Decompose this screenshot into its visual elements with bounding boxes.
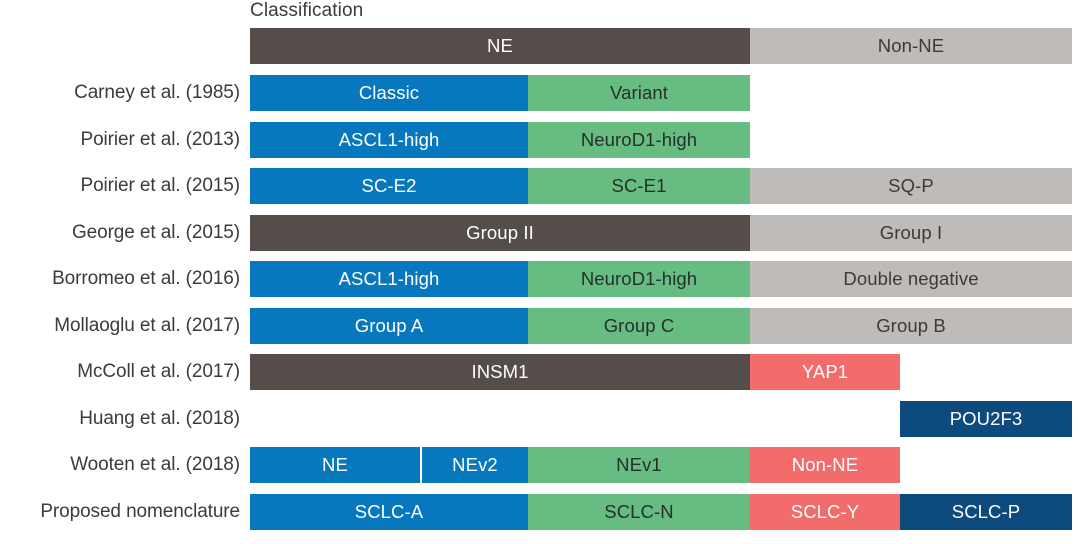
segment-group-c[interactable]: Group C (528, 307, 750, 344)
segment-group-b[interactable]: Group B (750, 307, 1072, 344)
table-row: Huang et al. (2018) POU2F3 (0, 400, 1080, 437)
segment-neurod1-high[interactable]: NeuroD1-high (528, 261, 750, 297)
segment-neurod1-high[interactable]: NeuroD1-high (528, 121, 750, 158)
segment-pou2f3[interactable]: POU2F3 (900, 400, 1072, 437)
segment-yap1[interactable]: YAP1 (750, 354, 900, 390)
segment-sc-e2[interactable]: SC-E2 (250, 168, 528, 204)
classification-column-title: Classification (250, 0, 364, 21)
row-label: Mollaoglu et al. (2017) (54, 314, 240, 336)
segment-sclc-a[interactable]: SCLC-A (250, 493, 528, 530)
segment-variant[interactable]: Variant (528, 75, 750, 111)
row-label: Carney et al. (1985) (74, 82, 240, 103)
segment-insm1[interactable]: INSM1 (250, 354, 750, 390)
segment-nev2[interactable]: NEv2 (422, 447, 528, 483)
header-band-non-ne: Non-NE (750, 28, 1072, 64)
segment-ne[interactable]: NE (250, 447, 422, 483)
segment-ascl1-high[interactable]: ASCL1-high (250, 261, 528, 297)
segment-ascl1-high[interactable]: ASCL1-high (250, 121, 528, 158)
segment-sclc-n[interactable]: SCLC-N (528, 493, 750, 530)
row-label: Poirier et al. (2015) (80, 175, 241, 196)
segment-classic[interactable]: Classic (250, 75, 528, 111)
row-label: Proposed nomenclature (40, 500, 240, 522)
segment-sq-p[interactable]: SQ-P (750, 168, 1072, 204)
segment-sclc-y[interactable]: SCLC-Y (750, 493, 900, 530)
segment-group-a[interactable]: Group A (250, 307, 528, 344)
segment-group-i[interactable]: Group I (750, 214, 1072, 251)
header-band-ne: NE (250, 28, 750, 64)
segment-nev1[interactable]: NEv1 (528, 447, 750, 483)
row-label: Poirier et al. (2013) (80, 128, 241, 150)
segment-sc-e1[interactable]: SC-E1 (528, 168, 750, 204)
segment-sclc-p[interactable]: SCLC-P (900, 493, 1072, 530)
row-label: Huang et al. (2018) (79, 407, 240, 429)
row-label: McColl et al. (2017) (77, 361, 240, 382)
segment-group-ii[interactable]: Group II (250, 214, 750, 251)
row-label: Borromeo et al. (2016) (52, 268, 240, 289)
segment-non-ne[interactable]: Non-NE (750, 447, 900, 483)
row-label: Wooten et al. (2018) (70, 454, 240, 475)
row-label: George et al. (2015) (71, 221, 240, 243)
segment-double-negative[interactable]: Double negative (750, 261, 1072, 297)
